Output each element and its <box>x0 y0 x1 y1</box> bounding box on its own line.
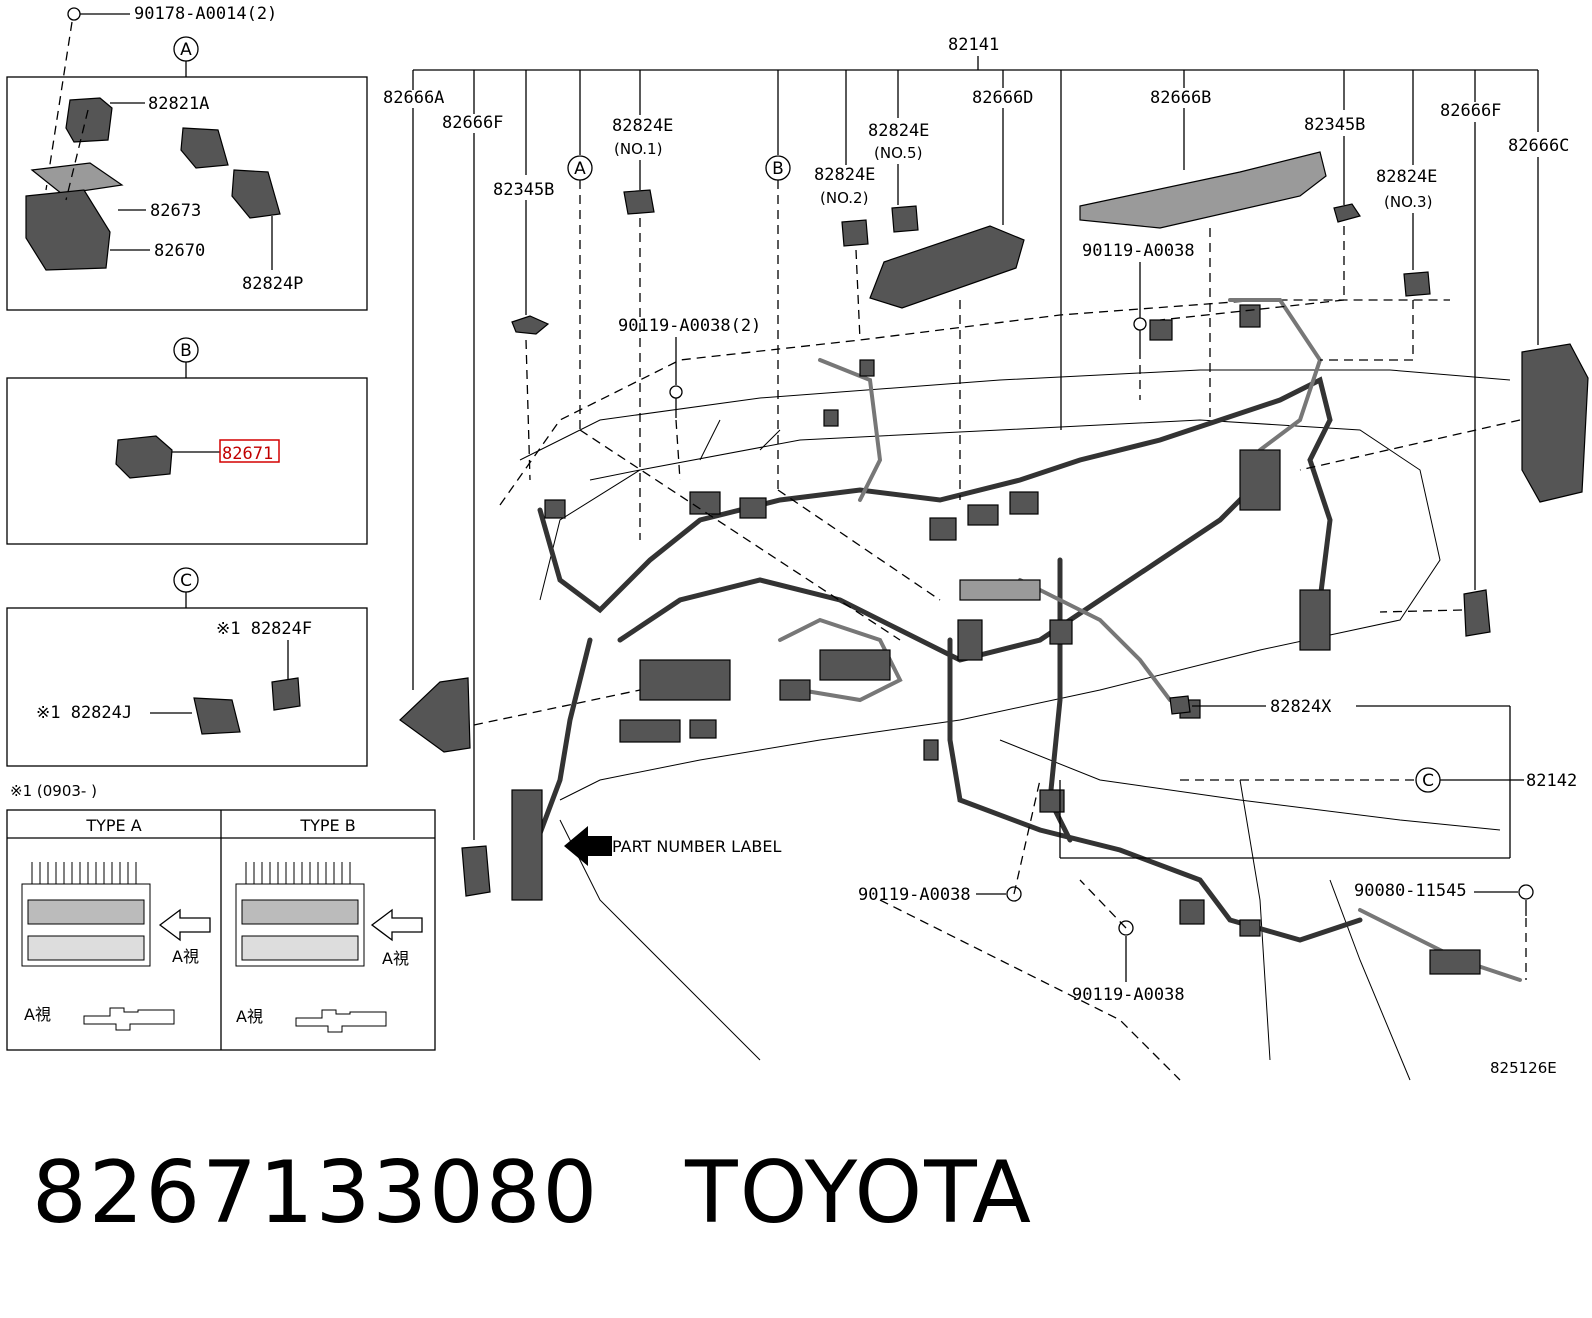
circle-a-main: A <box>574 159 586 179</box>
connector-82824e-no2 <box>841 219 869 247</box>
arrow-view-a-icon <box>158 908 211 942</box>
caption-part-number: 8267133080 <box>32 1143 600 1243</box>
connector-82824p <box>231 169 281 219</box>
part-caption: 8267133080 TOYOTA <box>32 1138 1033 1248</box>
type-a-header: TYPE A <box>85 816 141 835</box>
part-82821a-label: 82821A <box>148 94 209 114</box>
part-82824j-label: ※1 82824J <box>36 703 132 723</box>
callout-82666f-left: 82666F <box>442 113 503 133</box>
callout-bolt-mid: 90119-A0038(2) <box>618 316 761 336</box>
connector-82824j <box>193 697 241 735</box>
inset-a-screw-label: 90178-A0014(2) <box>134 4 277 24</box>
block-82670 <box>25 189 111 271</box>
callout-82345b-right: 82345B <box>1304 115 1365 135</box>
connector-82824f <box>271 677 301 711</box>
callout-82345b-left: 82345B <box>493 180 554 200</box>
circle-c-main: C <box>1422 771 1434 791</box>
part-82671-label: 82671 <box>222 444 273 464</box>
type-a-view-label: A視 <box>172 947 199 966</box>
arrow-view-b-icon <box>370 908 423 942</box>
bracket-82141: 82141 <box>412 35 1539 430</box>
bracket-82666a <box>399 677 471 753</box>
type-b-connector: A視 A視 <box>235 862 423 1033</box>
inset-b: B 82671 <box>6 337 368 545</box>
callout-82824e-no2: 82824E <box>814 165 875 185</box>
plate-82673 <box>30 162 124 195</box>
type-b-header: TYPE B <box>299 816 355 835</box>
part-number-label-arrow-icon <box>564 826 612 866</box>
callout-no3: (NO.3) <box>1384 193 1432 211</box>
part-82824f-label: ※1 82824F <box>216 619 312 639</box>
type-a-view-caption: A視 <box>24 1005 51 1024</box>
callout-82666d: 82666D <box>972 88 1033 108</box>
clip-82345b-right <box>1333 203 1361 223</box>
callout-82666b: 82666B <box>1150 88 1211 108</box>
connector-82824e-no5 <box>891 205 919 233</box>
bolt-icons <box>669 317 1534 936</box>
callout-82824e-no3: 82824E <box>1376 167 1437 187</box>
connector-82824e-no3 <box>1403 271 1431 297</box>
connector-82824x <box>1169 695 1191 715</box>
callout-82141: 82141 <box>948 35 999 55</box>
callout-bolt-low-mid: 90119-A0038 <box>1072 985 1185 1005</box>
sheet-code: 825126E <box>1490 1059 1557 1077</box>
callout-82142: 82142 <box>1526 771 1577 791</box>
connector-a1 <box>180 127 229 169</box>
part-82673-label: 82673 <box>150 201 201 221</box>
type-b-view-label: A視 <box>382 949 409 968</box>
bracket-82666b <box>1079 151 1327 229</box>
callout-82824e-no1: 82824E <box>612 116 673 136</box>
clip-82821a <box>65 97 113 143</box>
clip-82345b-left <box>511 315 550 335</box>
callout-bolt-right: 90080-11545 <box>1354 881 1467 901</box>
bracket-82666c <box>1521 343 1589 503</box>
leader-lines <box>473 218 1527 980</box>
wiring-harness-diagram: A 90178-A0014(2) 82821A 82673 82670 8282… <box>6 4 1589 1081</box>
callout-no2: (NO.2) <box>820 189 868 207</box>
type-table: TYPE A TYPE B A視 A視 <box>6 809 436 1051</box>
part-82670-label: 82670 <box>154 241 205 261</box>
callout-no1: (NO.1) <box>614 140 662 158</box>
callout-no5: (NO.5) <box>874 144 922 162</box>
inset-c-circle-label: C <box>180 571 192 591</box>
type-b-view-caption: A視 <box>236 1007 263 1026</box>
bracket-82666f-right <box>1463 589 1491 637</box>
circle-b-main: B <box>772 159 784 179</box>
callout-82666a: 82666A <box>383 88 444 108</box>
footnote: ※1 (0903- ) <box>10 782 97 800</box>
bracket-82666f-left <box>461 845 491 897</box>
type-a-connector: A視 A視 <box>21 862 211 1031</box>
caption-brand: TOYOTA <box>685 1143 1033 1243</box>
callout-82824x: 82824X <box>1270 697 1332 717</box>
part-82824p-label: 82824P <box>242 274 303 294</box>
part-number-label: PART NUMBER LABEL <box>612 837 781 856</box>
connector-82824e-no1 <box>623 189 655 215</box>
inset-a-circle-label: A <box>180 40 192 60</box>
inset-a: A 90178-A0014(2) 82821A 82673 82670 8282… <box>6 4 368 311</box>
callout-82666f-right: 82666F <box>1440 101 1501 121</box>
callout-82824e-no5: 82824E <box>868 121 929 141</box>
callout-82666c: 82666C <box>1508 136 1569 156</box>
callout-bolt-top-right: 90119-A0038 <box>1082 241 1195 261</box>
instrument-panel-harness <box>499 298 1522 1081</box>
callout-bolt-low-left: 90119-A0038 <box>858 885 971 905</box>
highlight-box <box>219 439 280 463</box>
connector-82671 <box>115 435 173 479</box>
inset-b-circle-label: B <box>180 341 192 361</box>
inset-c: C ※1 82824F ※1 82824J <box>6 567 368 767</box>
bracket-82666d <box>869 225 1025 309</box>
